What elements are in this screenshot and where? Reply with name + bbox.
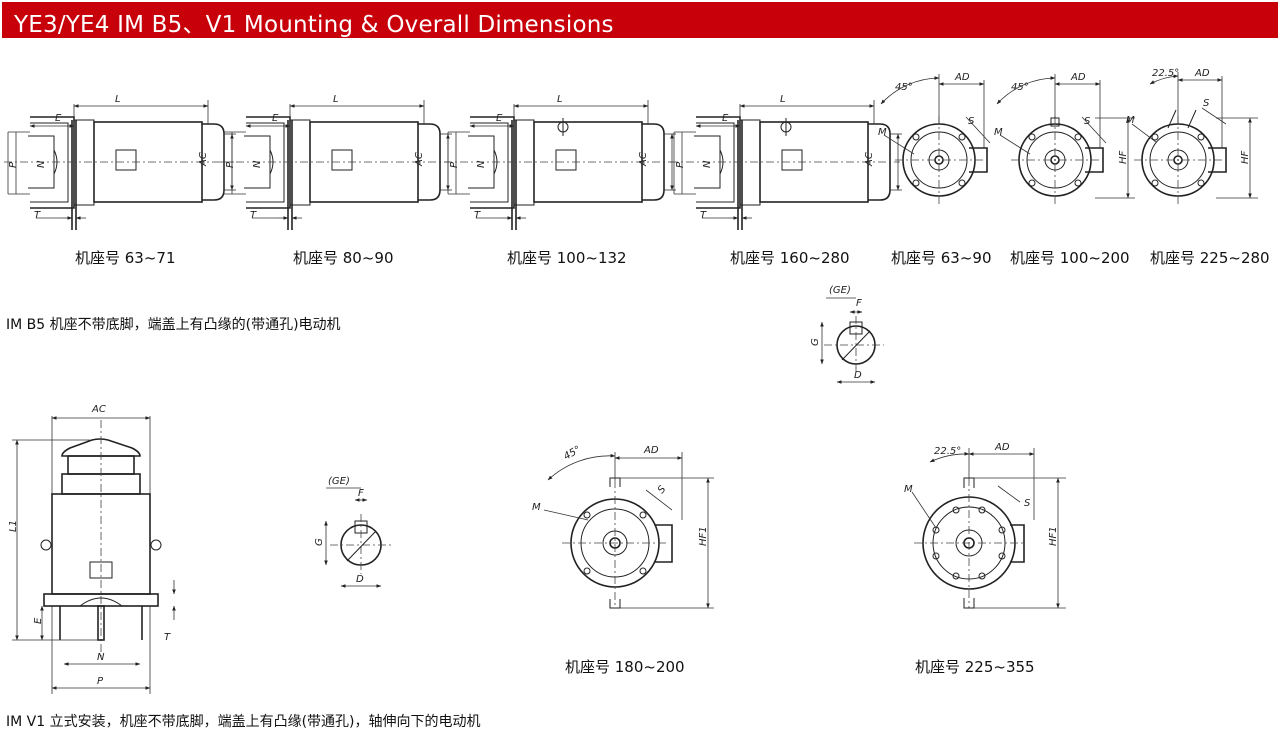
svg-text:N: N bbox=[252, 160, 263, 168]
svg-text:S: S bbox=[968, 116, 975, 127]
b5-end-view-225-280: 22.5° AD M S HF bbox=[1126, 68, 1258, 205]
svg-text:P: P bbox=[97, 676, 104, 687]
shaft-key-section-top: (GE) F G D bbox=[810, 285, 884, 384]
title-banner: YE3/YE4 IM B5、V1 Mounting & Overall Dime… bbox=[2, 2, 1278, 38]
svg-text:D: D bbox=[356, 574, 364, 585]
v1-end-view-180-200: 45° AD M S HF1 bbox=[532, 444, 714, 609]
b5-end-view-63-90: 45° AD M S bbox=[878, 72, 991, 205]
caption-v1-225-355: 机座号 225~355 bbox=[915, 658, 1035, 676]
svg-text:(GE): (GE) bbox=[829, 285, 851, 296]
v1-end-view-225-355: 22.5° AD M S HF1 bbox=[904, 442, 1066, 609]
svg-text:E: E bbox=[33, 617, 44, 624]
svg-text:G: G bbox=[314, 538, 325, 546]
caption-v1-180-200: 机座号 180~200 bbox=[565, 658, 685, 676]
svg-text:M: M bbox=[1126, 115, 1135, 126]
caption-end-100-200: 机座号 100~200 bbox=[1010, 249, 1130, 267]
svg-text:S: S bbox=[1084, 116, 1091, 127]
svg-text:HF: HF bbox=[1240, 150, 1251, 164]
dim-l-label: L bbox=[115, 94, 121, 105]
svg-text:AC: AC bbox=[864, 152, 875, 167]
caption-end-225-280: 机座号 225~280 bbox=[1150, 249, 1270, 267]
svg-text:M: M bbox=[878, 127, 887, 138]
svg-text:F: F bbox=[358, 488, 364, 499]
svg-text:HF: HF bbox=[1118, 150, 1129, 164]
svg-text:M: M bbox=[532, 502, 541, 513]
svg-text:AC: AC bbox=[638, 152, 649, 167]
svg-text:F: F bbox=[856, 298, 862, 309]
svg-text:S: S bbox=[1024, 498, 1031, 509]
caption-b5-80-90: 机座号 80~90 bbox=[293, 249, 394, 267]
svg-text:E: E bbox=[496, 113, 503, 124]
b5-side-view-80-90: L E P N AC T bbox=[220, 94, 452, 230]
v1-description: IM V1 立式安装，机座不带底脚，端盖上有凸缘(带通孔)，轴伸向下的电动机 bbox=[6, 714, 481, 730]
svg-text:S: S bbox=[656, 483, 669, 495]
caption-b5-160-280: 机座号 160~280 bbox=[730, 249, 850, 267]
b5-side-view-63-71: L E P N AC T bbox=[4, 94, 236, 230]
caption-b5-63-71: 机座号 63~71 bbox=[75, 249, 176, 267]
dim-e-label: E bbox=[55, 113, 62, 124]
svg-text:45°: 45° bbox=[1011, 82, 1029, 93]
svg-text:N: N bbox=[702, 160, 713, 168]
svg-text:S: S bbox=[1203, 98, 1210, 109]
svg-text:P: P bbox=[449, 161, 460, 168]
dim-ac-label: AC bbox=[198, 152, 209, 167]
svg-text:T: T bbox=[700, 210, 707, 221]
svg-text:P: P bbox=[675, 161, 686, 168]
svg-text:T: T bbox=[250, 210, 257, 221]
svg-text:E: E bbox=[722, 113, 729, 124]
svg-text:L: L bbox=[333, 94, 339, 105]
b5-description: IM B5 机座不带底脚，端盖上有凸缘的(带通孔)电动机 bbox=[6, 317, 341, 333]
b5-end-view-100-200: 45° AD M S HF bbox=[994, 72, 1135, 205]
page-title: YE3/YE4 IM B5、V1 Mounting & Overall Dime… bbox=[14, 12, 614, 38]
svg-text:AD: AD bbox=[643, 445, 659, 456]
svg-text:L: L bbox=[780, 94, 786, 105]
dim-n-label: N bbox=[36, 160, 47, 168]
svg-text:L: L bbox=[557, 94, 563, 105]
svg-text:AD: AD bbox=[954, 72, 970, 83]
svg-text:D: D bbox=[854, 370, 862, 381]
svg-text:AC: AC bbox=[414, 152, 425, 167]
b5-side-view-160-280: L E P N AC T bbox=[670, 94, 902, 230]
svg-text:P: P bbox=[225, 161, 236, 168]
svg-text:AD: AD bbox=[1194, 68, 1210, 79]
svg-text:HF1: HF1 bbox=[1048, 526, 1059, 546]
svg-text:T: T bbox=[164, 632, 171, 643]
svg-text:22.5°: 22.5° bbox=[934, 446, 961, 457]
shaft-key-section-bottom: (GE) F G D bbox=[314, 476, 392, 588]
svg-text:G: G bbox=[810, 338, 821, 346]
svg-text:E: E bbox=[272, 113, 279, 124]
dim-p-label: P bbox=[8, 161, 19, 168]
dim-t-label: T bbox=[34, 210, 41, 221]
svg-text:T: T bbox=[474, 210, 481, 221]
svg-text:45°: 45° bbox=[562, 444, 583, 462]
svg-text:M: M bbox=[994, 127, 1003, 138]
svg-text:HF1: HF1 bbox=[698, 526, 709, 546]
svg-text:AC: AC bbox=[91, 404, 106, 415]
v1-side-view: AC L1 E N P T bbox=[8, 404, 176, 694]
svg-text:N: N bbox=[97, 652, 105, 663]
svg-text:AD: AD bbox=[994, 442, 1010, 453]
svg-text:L1: L1 bbox=[8, 520, 19, 532]
svg-text:AD: AD bbox=[1070, 72, 1086, 83]
svg-text:M: M bbox=[904, 484, 913, 495]
svg-text:45°: 45° bbox=[895, 82, 913, 93]
caption-end-63-90: 机座号 63~90 bbox=[891, 249, 992, 267]
caption-b5-100-132: 机座号 100~132 bbox=[507, 249, 627, 267]
svg-text:22.5°: 22.5° bbox=[1152, 68, 1179, 79]
b5-side-view-100-132: L E P N AC T bbox=[444, 94, 676, 230]
svg-text:(GE): (GE) bbox=[328, 476, 350, 487]
svg-text:N: N bbox=[476, 160, 487, 168]
